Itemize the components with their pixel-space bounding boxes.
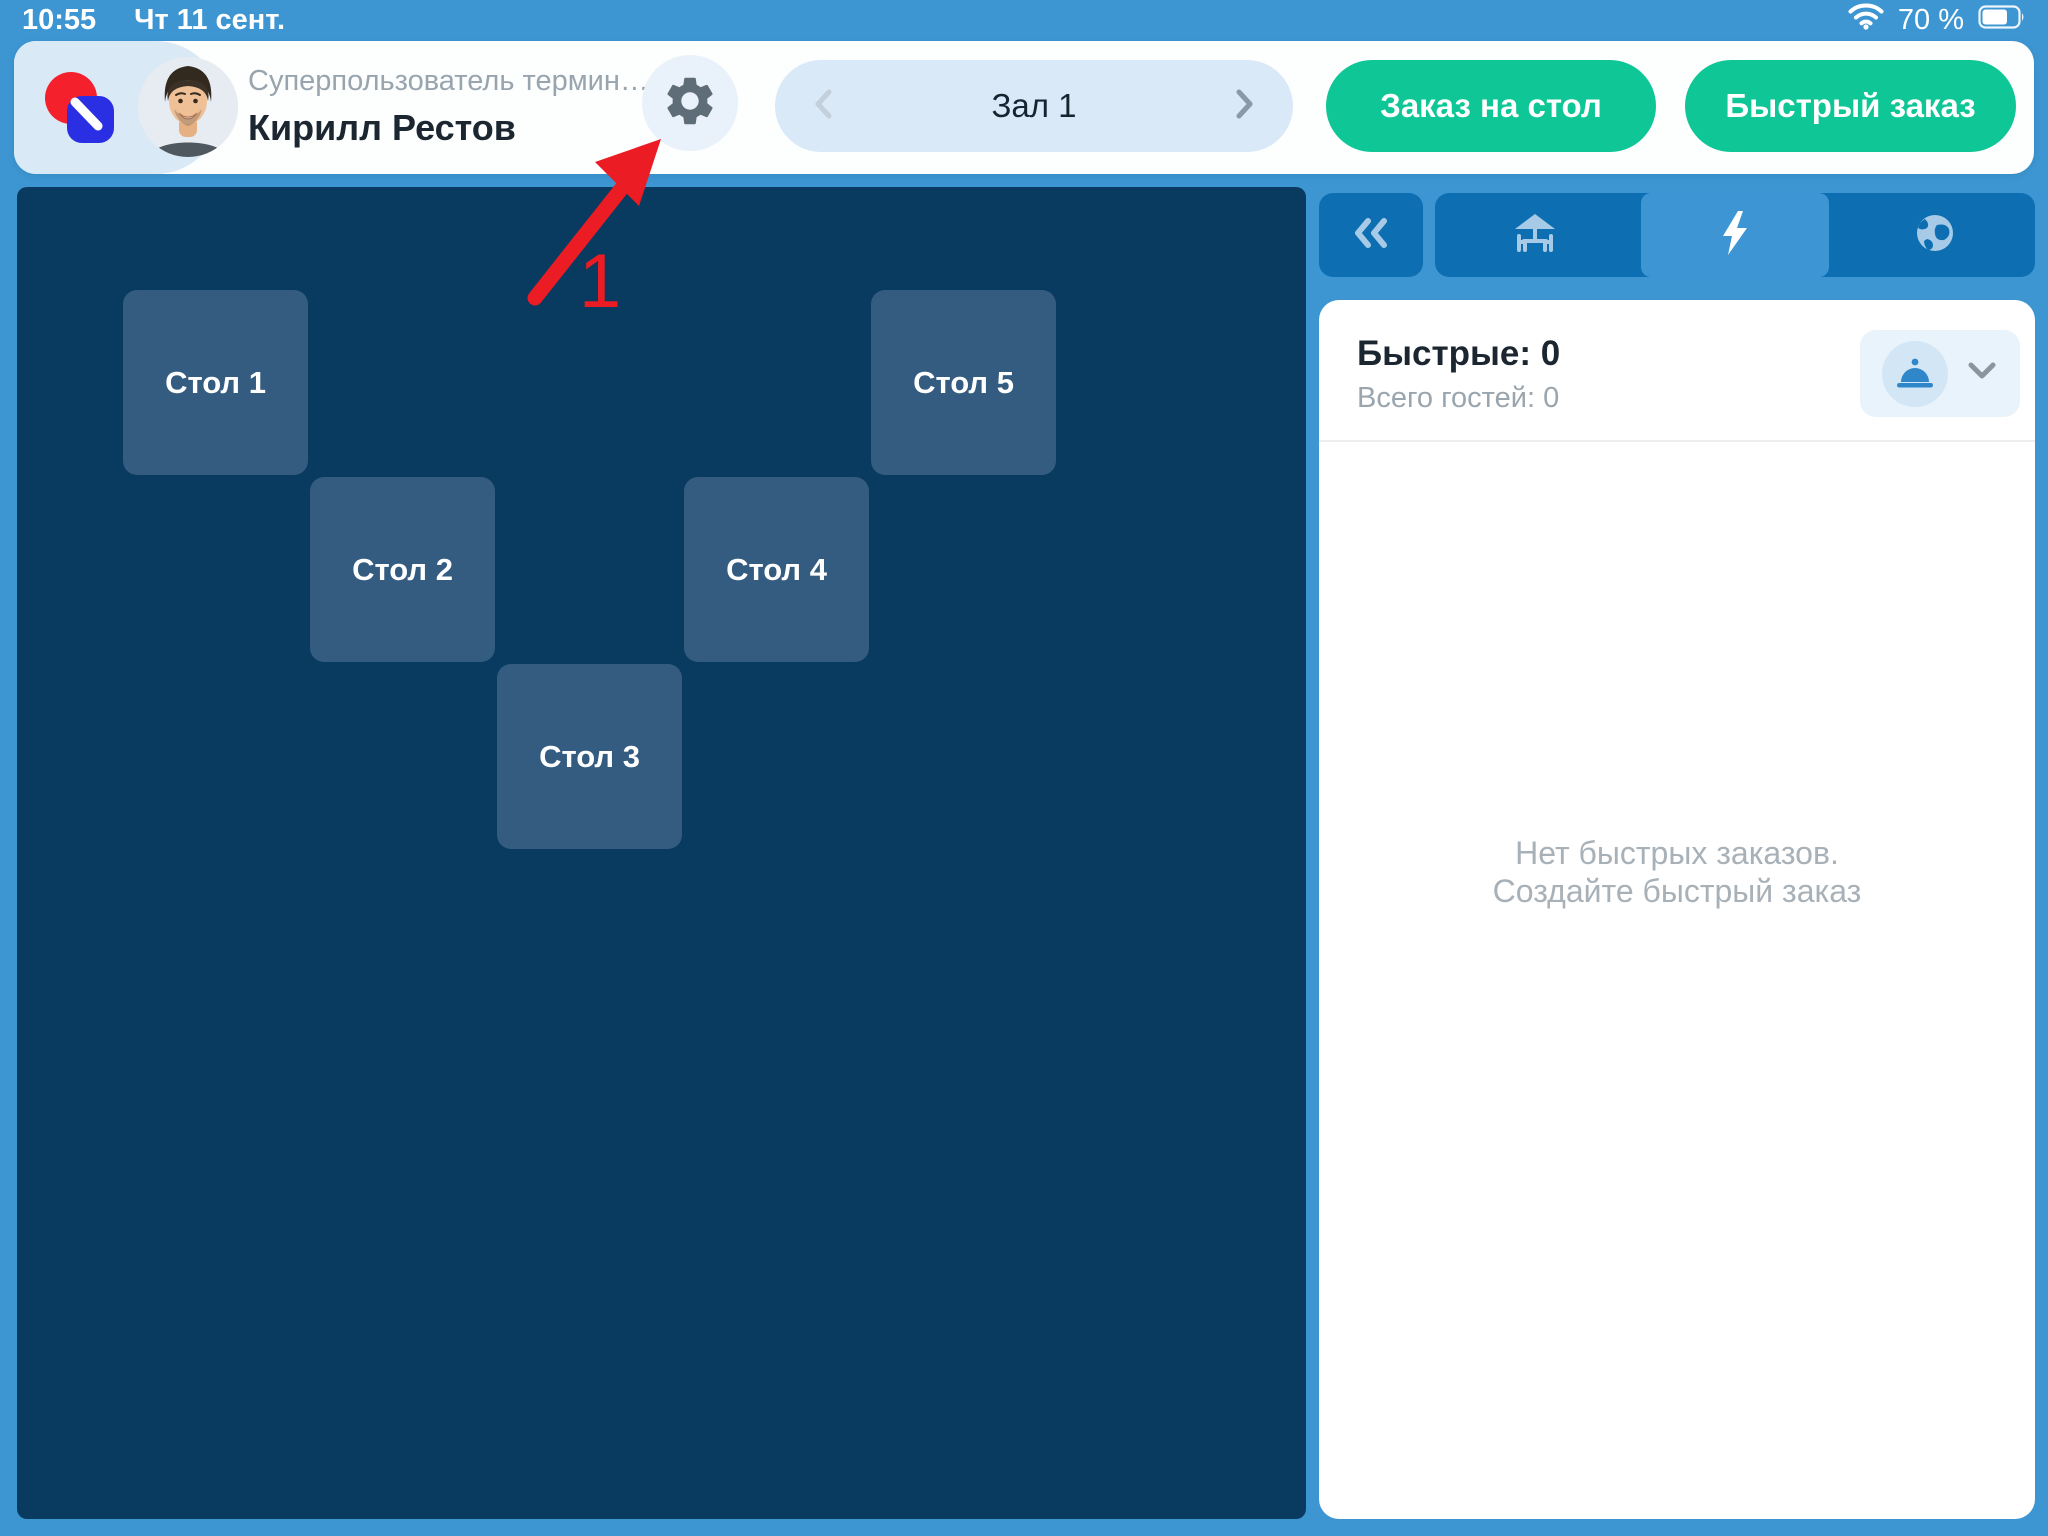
tab-quick-orders[interactable]	[1635, 193, 1835, 277]
floor-plan: Стол 1 Стол 2 Стол 3 Стол 4 Стол 5	[17, 187, 1306, 1519]
empty-state-line2: Создайте быстрый заказ	[1492, 873, 1862, 909]
table-tile[interactable]: Стол 3	[497, 664, 682, 849]
sidebar-collapse-button[interactable]	[1319, 193, 1423, 277]
user-role: Суперпользователь термин…	[248, 65, 649, 97]
chevron-down-icon	[1966, 361, 1998, 386]
hall-selector: Зал 1	[775, 60, 1293, 152]
chevron-right-icon[interactable]	[1233, 87, 1255, 126]
tab-terrace[interactable]	[1435, 193, 1635, 277]
chevron-left-icon[interactable]	[813, 87, 835, 126]
app-logo-icon	[44, 72, 116, 151]
lightning-icon	[1712, 209, 1758, 262]
table-tile[interactable]: Стол 1	[123, 290, 308, 475]
terrace-icon	[1511, 209, 1559, 262]
view-mode-tabs	[1435, 193, 2035, 277]
serve-filter-button[interactable]	[1860, 330, 2020, 417]
table-order-button[interactable]: Заказ на стол	[1326, 60, 1656, 152]
cloche-icon	[1882, 340, 1948, 407]
divider	[1319, 440, 2035, 442]
empty-state-line1: Нет быстрых заказов.	[1515, 835, 1839, 871]
table-tile[interactable]: Стол 2	[310, 477, 495, 662]
hall-name: Зал 1	[991, 87, 1077, 124]
quick-orders-empty-state: Нет быстрых заказов. Создайте быстрый за…	[1319, 834, 2035, 910]
quick-orders-panel: Быстрые: 0 Всего гостей: 0 Нет быстрых з…	[1319, 300, 2035, 1519]
status-bar: 10:55 Чт 11 сент. 70 %	[0, 0, 2048, 41]
battery-percent: 70 %	[1897, 4, 1964, 36]
user-name: Кирилл Рестов	[248, 107, 516, 148]
avatar[interactable]	[138, 57, 238, 157]
annotation-step-number: 1	[578, 239, 622, 324]
quick-orders-guests: Всего гостей: 0	[1357, 382, 1560, 414]
quick-order-button[interactable]: Быстрый заказ	[1685, 60, 2016, 152]
globe-icon	[1911, 209, 1959, 262]
quick-orders-title: Быстрые: 0	[1357, 334, 1561, 373]
settings-button[interactable]	[642, 55, 738, 151]
battery-icon	[1978, 4, 2026, 37]
double-chevron-left-icon	[1349, 213, 1393, 258]
gear-icon	[661, 72, 719, 135]
status-date: Чт 11 сент.	[134, 4, 286, 36]
table-tile[interactable]: Стол 4	[684, 477, 869, 662]
table-tile[interactable]: Стол 5	[871, 290, 1056, 475]
tab-delivery[interactable]	[1835, 193, 2035, 277]
wifi-icon	[1848, 3, 1884, 38]
status-time: 10:55	[22, 4, 97, 36]
header-bar: Суперпользователь термин… Кирилл Рестов …	[14, 41, 2034, 174]
user-info[interactable]: Суперпользователь термин… Кирилл Рестов	[248, 65, 649, 149]
